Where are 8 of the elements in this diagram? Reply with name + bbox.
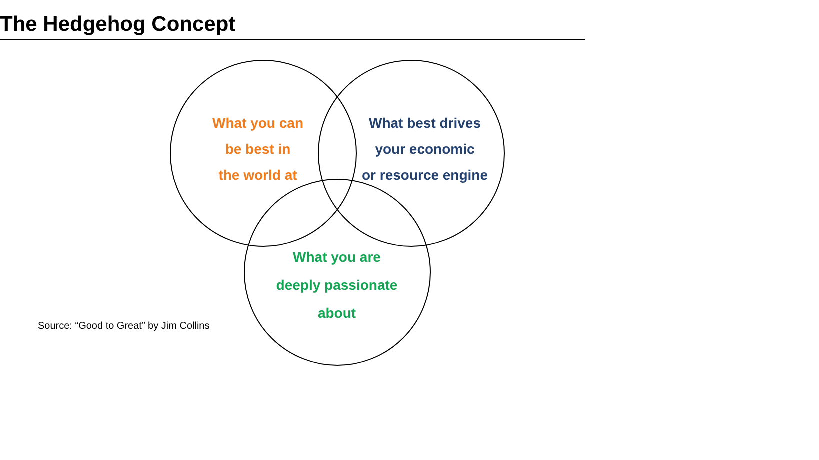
- venn-circle: [170, 60, 357, 247]
- circle-label: What you are deeply passionate about: [276, 248, 398, 323]
- circle-label: What best drives your economic or resource engine: [362, 114, 488, 185]
- venn-circle: [318, 60, 505, 247]
- circle-label: What you can be best in the world at: [212, 114, 304, 185]
- title: The Hedgehog Concept: [0, 13, 236, 37]
- venn-circle: [244, 179, 431, 366]
- source-note: Source: “Good to Great” by Jim Collins: [38, 321, 210, 333]
